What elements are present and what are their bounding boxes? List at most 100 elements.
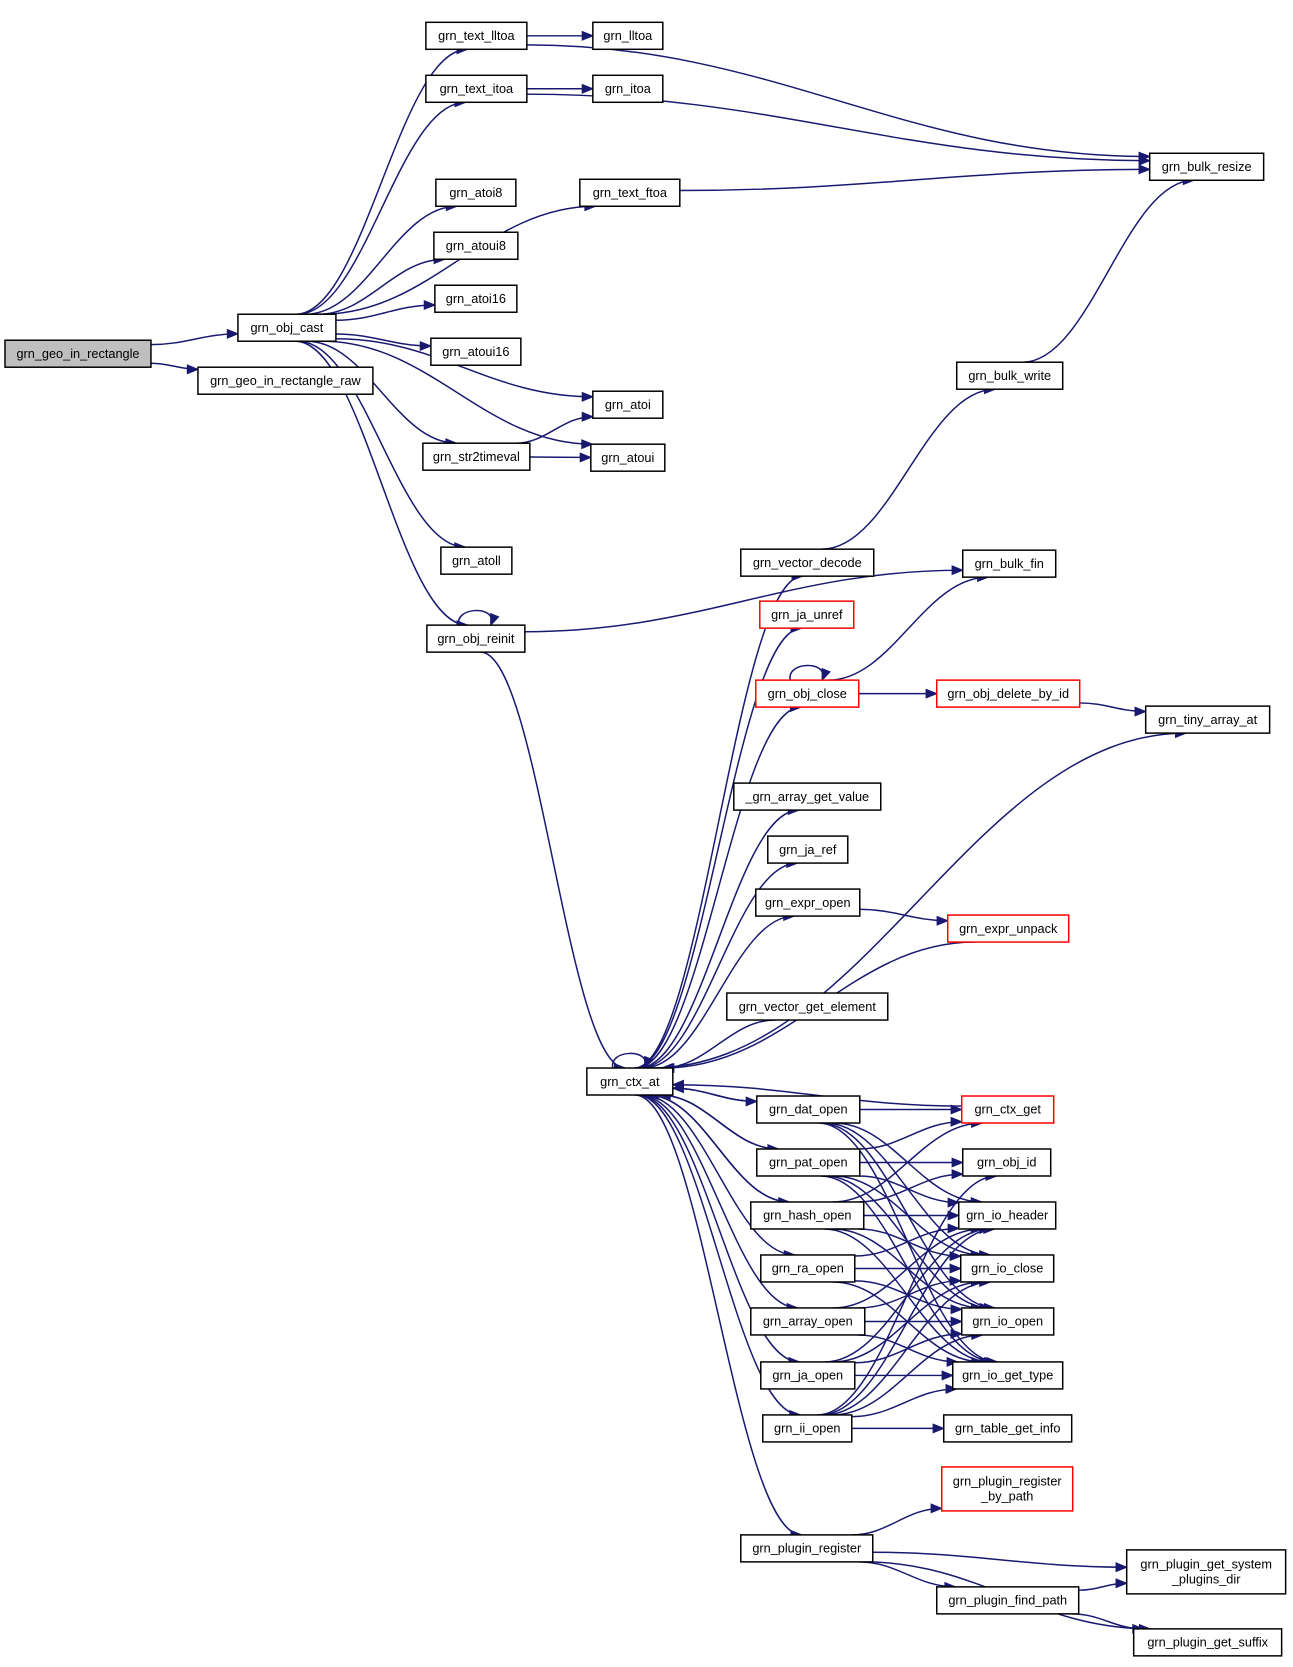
edge-arrowhead	[950, 1316, 964, 1327]
node-bulk-resize[interactable]: grn_bulk_resize	[1148, 152, 1265, 182]
node-label: grn_io_open	[972, 1314, 1043, 1329]
node-vector-decode[interactable]: grn_vector_decode	[740, 548, 875, 577]
edge-line	[322, 340, 593, 445]
edge-array_open-to-io_close	[858, 1275, 963, 1309]
edge-obj_delete_by_id-to-tiny_array_at	[1079, 702, 1148, 717]
node-hash-open[interactable]: grn_hash_open	[750, 1201, 865, 1230]
edge-geo_in_rect-to-geo_in_rect_raw	[150, 362, 200, 375]
node-bulk-write[interactable]: grn_bulk_write	[955, 361, 1064, 390]
node-label: grn_tiny_array_at	[1158, 712, 1257, 727]
node-obj-reinit[interactable]: grn_obj_reinit	[426, 624, 526, 653]
node-atoui[interactable]: grn_atoui	[590, 443, 666, 472]
node-geo-in-rect-raw[interactable]: grn_geo_in_rectangle_raw	[197, 366, 374, 395]
node-label: grn_atoll	[452, 553, 501, 568]
node-text-lltoa[interactable]: grn_text_lltoa	[425, 21, 528, 51]
node-expr-open[interactable]: grn_expr_open	[755, 888, 861, 917]
edge-arrowhead	[581, 83, 595, 94]
edge-arrowhead	[581, 391, 595, 402]
node-label: grn_ii_open	[774, 1421, 840, 1436]
edge-obj_cast-to-atoui16	[335, 333, 433, 352]
node-box	[1144, 705, 1271, 734]
edge-arrowhead	[932, 1423, 946, 1434]
node-box	[755, 888, 861, 917]
edge-line	[634, 627, 802, 1069]
node-io-get-type[interactable]: grn_io_get_type	[951, 1361, 1064, 1390]
node-atoui8[interactable]: grn_atoui8	[433, 231, 519, 260]
node-plugin-register[interactable]: grn_plugin_register	[740, 1534, 874, 1563]
node-geo-in-rect[interactable]: grn_geo_in_rectangle	[4, 339, 152, 368]
node-plugin-register-by-path[interactable]: grn_plugin_register_by_path	[940, 1466, 1074, 1512]
edge-line	[643, 915, 795, 1069]
edge-line	[833, 1228, 982, 1309]
node-text-itoa[interactable]: grn_text_itoa	[425, 74, 528, 104]
edge-line	[821, 388, 996, 550]
edge-plugin_register-to-plugin_get_system_plugins_dir	[872, 1551, 1129, 1573]
node-plugin-find-path[interactable]: grn_plugin_find_path	[935, 1586, 1080, 1615]
node-atoll[interactable]: grn_atoll	[440, 546, 513, 575]
node-label: grn_atoui16	[442, 344, 509, 359]
node-ja-open[interactable]: grn_ja_open	[760, 1361, 856, 1390]
node-table-get-info[interactable]: grn_table_get_info	[942, 1414, 1073, 1443]
node-box	[760, 1361, 856, 1390]
node-box	[579, 178, 681, 208]
node-io-close[interactable]: grn_io_close	[959, 1254, 1055, 1283]
node-io-open[interactable]: grn_io_open	[960, 1307, 1055, 1336]
node-ctx-get[interactable]: grn_ctx_get	[960, 1095, 1055, 1124]
node-vector-get-element[interactable]: grn_vector_get_element	[726, 992, 889, 1021]
node-atoi[interactable]: grn_atoi	[592, 390, 664, 419]
edge-vector_decode-to-bulk_write	[821, 384, 997, 550]
node-pat-open[interactable]: grn_pat_open	[756, 1148, 861, 1177]
node-ra-open[interactable]: grn_ra_open	[760, 1254, 856, 1283]
node-str2timeval[interactable]: grn_str2timeval	[422, 442, 531, 471]
edge-arrowhead	[671, 1079, 684, 1090]
node-box	[586, 1067, 674, 1096]
node-tiny-array-at[interactable]: grn_tiny_array_at	[1144, 705, 1271, 734]
node-plugin-get-suffix[interactable]: grn_plugin_get_suffix	[1132, 1628, 1283, 1657]
node-ctx-at[interactable]: grn_ctx_at	[586, 1067, 674, 1096]
node-ii-open[interactable]: grn_ii_open	[762, 1414, 853, 1443]
node-plugin-get-system-plugins-dir[interactable]: grn_plugin_get_system_plugins_dir	[1125, 1549, 1287, 1595]
node-array-get-value[interactable]: _grn_array_get_value	[733, 782, 882, 811]
node-label: grn_table_get_info	[955, 1421, 1060, 1436]
node-box	[756, 1148, 861, 1177]
node-label: grn_str2timeval	[433, 449, 520, 464]
node-bulk-fin[interactable]: grn_bulk_fin	[961, 549, 1057, 578]
node-obj-delete-by-id[interactable]: grn_obj_delete_by_id	[935, 679, 1081, 708]
edge-obj_cast-to-atoui	[322, 340, 594, 450]
node-obj-id[interactable]: grn_obj_id	[961, 1148, 1052, 1177]
node-box	[1132, 1628, 1283, 1657]
node-ja-ref[interactable]: grn_ja_ref	[767, 835, 849, 864]
node-atoui16[interactable]: grn_atoui16	[430, 337, 522, 366]
node-obj-close[interactable]: grn_obj_close	[755, 679, 860, 708]
edge-dat_open-to-ctx_at	[671, 1083, 757, 1103]
edge-arrowhead	[581, 30, 595, 41]
node-box	[425, 74, 528, 104]
node-lltoa[interactable]: grn_lltoa	[592, 21, 664, 51]
edge-text_itoa-to-bulk_resize	[526, 93, 1152, 166]
node-box	[955, 361, 1064, 390]
edge-arrowhead	[950, 1116, 964, 1127]
node-text-ftoa[interactable]: grn_text_ftoa	[579, 178, 681, 208]
node-ja-unref[interactable]: grn_ja_unref	[759, 600, 855, 629]
node-label: grn_array_open	[763, 1314, 853, 1329]
edge-line	[852, 1507, 942, 1536]
node-box	[760, 1254, 856, 1283]
node-dat-open[interactable]: grn_dat_open	[756, 1095, 861, 1124]
node-box	[4, 339, 152, 368]
edge-layer	[150, 30, 1196, 1634]
node-expr-unpack[interactable]: grn_expr_unpack	[946, 914, 1070, 943]
edge-line	[295, 340, 468, 626]
node-obj-cast[interactable]: grn_obj_cast	[237, 313, 337, 342]
node-box	[422, 442, 531, 471]
edge-text_ftoa-to-bulk_resize	[679, 164, 1152, 192]
node-io-header[interactable]: grn_io_header	[957, 1201, 1057, 1230]
edge-arrowhead	[947, 1210, 961, 1221]
node-array-open[interactable]: grn_array_open	[750, 1307, 866, 1336]
node-box	[590, 443, 666, 472]
node-label: grn_expr_unpack	[959, 921, 1058, 936]
node-box	[435, 178, 517, 208]
node-atoi16[interactable]: grn_atoi16	[434, 284, 518, 313]
node-atoi8[interactable]: grn_atoi8	[435, 178, 517, 208]
node-itoa[interactable]: grn_itoa	[592, 74, 664, 104]
